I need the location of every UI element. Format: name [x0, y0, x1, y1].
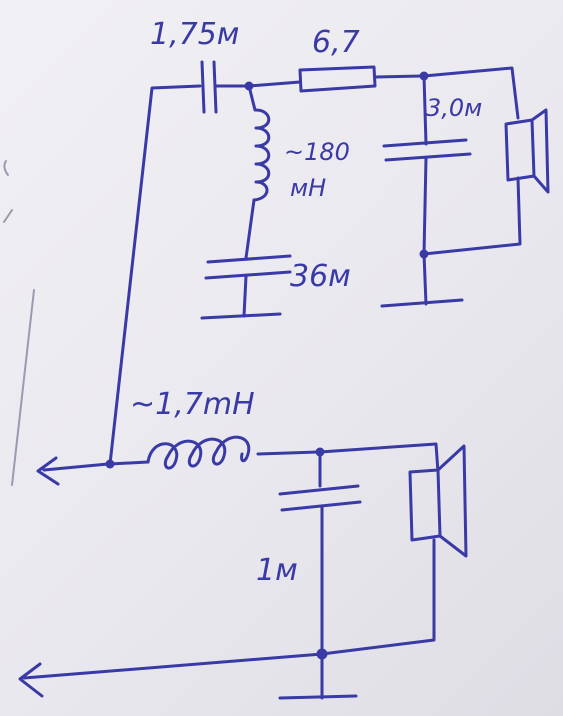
series-capacitor: [200, 60, 250, 114]
notch-wire: [247, 84, 257, 112]
page-edge-marks: [3, 160, 35, 486]
woofer-capacitor: [278, 450, 362, 654]
tweeter-capacitor-label: 3,0м: [426, 94, 482, 122]
input-negative-wire: [18, 652, 324, 698]
series-resistor: [247, 65, 424, 93]
notch-inductor-unit-label: мН: [290, 174, 326, 202]
tweeter-capacitor: [382, 74, 472, 256]
input-positive-wire: [36, 456, 110, 486]
notch-capacitor-label: 36м: [290, 259, 351, 294]
tweeter-return-wire: [422, 176, 522, 256]
notch-capacitor: [200, 254, 292, 320]
tweeter-ground-wire: [422, 252, 428, 306]
speaker-icon: [504, 108, 550, 194]
series-capacitor-label: 1,75м: [150, 17, 239, 52]
notch-inductor-value-label: ~180: [284, 138, 350, 166]
resistor-label: 6,7: [312, 25, 360, 60]
speaker-icon: [408, 444, 468, 558]
feed-wire-up: [108, 84, 202, 466]
notch-wire-mid: [244, 198, 256, 260]
woofer-return-wire: [320, 538, 436, 656]
woofer-inductor: [108, 435, 320, 470]
tweeter-feed-wire: [422, 66, 520, 120]
woofer-capacitor-label: 1м: [256, 553, 298, 588]
tweeter-ground: [380, 298, 464, 308]
woofer-feed-wire: [318, 442, 440, 474]
woofer-inductor-label: ~1,7mH: [130, 387, 255, 422]
notch-inductor: [252, 108, 271, 202]
woofer-ground: [278, 694, 358, 700]
